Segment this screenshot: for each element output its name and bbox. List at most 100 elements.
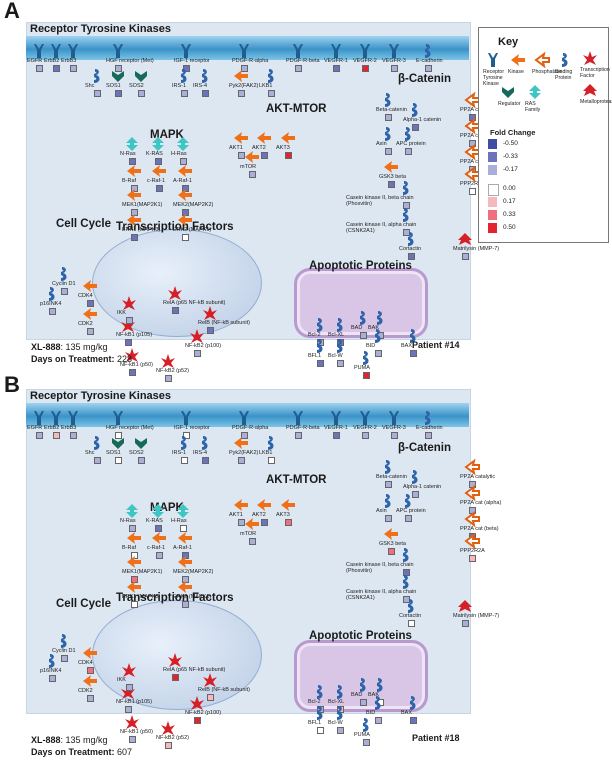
panel-b-node-bcat-icon	[380, 459, 396, 480]
panel-a-node-craf-icon	[151, 163, 167, 184]
panel-a-node-ppp2r2a-label: PPP2R2A	[460, 181, 485, 187]
panel-b-node-nfkb100-icon	[189, 695, 205, 716]
key-label-metalloprotease: Metalloprotease	[580, 99, 612, 105]
panel-b-node-erbb3-label: ErbB3	[61, 425, 77, 431]
panel-b-node-shc-icon	[89, 435, 105, 456]
panel-a-node-sos1-fold-change	[115, 90, 122, 97]
panel-a-node-nfkb105-fold-change	[125, 339, 132, 346]
panel-a-node-egfr-icon	[31, 43, 47, 64]
panel-b-node-mtor-icon	[244, 516, 260, 537]
panel-b-node-irs1-label: IRS-1	[172, 450, 187, 456]
panel-b-node-sos2-fold-change	[138, 457, 145, 464]
panel-a-node-rela-label: RelA (p65 NF-kB subunit)	[163, 300, 226, 306]
panel-a-node-nfkb52-icon	[160, 353, 176, 374]
panel-b-node-bfl1-fold-change	[317, 727, 324, 734]
panel-a-node-cyclind1-fold-change	[61, 288, 68, 295]
panel-a-node-nfkb105-label: NF-kB1 (p105)	[116, 332, 153, 338]
panel-b-node-relb-icon	[202, 672, 218, 693]
panel-a-node-craf-label: c-Raf-1	[147, 178, 166, 184]
panel-b-node-cdk4-icon	[82, 645, 98, 666]
panel-b-title-cellcycle: Cell Cycle	[56, 598, 111, 610]
panel-a-node-ecad-fold-change	[425, 65, 432, 72]
panel-b-node-egfr-label: EGFR	[27, 425, 43, 431]
panel-a-node-shc-icon	[89, 68, 105, 89]
panel-b-node-hras-label: H-Ras	[171, 518, 187, 524]
panel-b-node-pp2acalpha-icon	[464, 484, 480, 506]
panel-a-node-ck1-icon	[398, 180, 414, 201]
panel-b-node-apc-label: APC protein	[396, 508, 426, 514]
panel-b-node-nfkb50-fold-change	[129, 736, 136, 743]
panel-a-node-cdk2-icon	[82, 306, 98, 327]
panel-a-node-ecad-icon	[420, 43, 436, 64]
panel-b-node-vegfr2-icon	[357, 410, 373, 431]
panel-b-node-nfkb105-label: NF-kB1 (p105)	[116, 699, 153, 705]
panel-a-node-irs4-label: IRS-4	[193, 83, 208, 89]
panel-a-node-pdgfra-label: PDGF-R-alpha	[232, 58, 269, 64]
key-receptor-icon	[485, 52, 501, 73]
panel-a-nucleus	[92, 229, 262, 337]
panel-a-node-nras-icon	[124, 136, 140, 157]
panel-a-node-mtor-icon	[244, 149, 260, 170]
panel-b-node-mmp7-icon	[457, 598, 473, 619]
key-label-receptor: Receptor Tyrosine Kinase	[483, 69, 505, 87]
panel-b-node-cortactin-label: Cortactin	[399, 613, 422, 619]
panel-a-node-irs1-icon	[176, 68, 192, 89]
panel-a-node-mmp7-label: Matrilysin (MMP-7)	[453, 246, 500, 252]
panel-a-node-hras-icon	[175, 136, 191, 157]
panel-a-node-ck2-icon	[398, 207, 414, 228]
panel-a-title-tf: Transcription Factors	[116, 221, 234, 233]
fold-swatch-label-1: -0.33	[503, 153, 518, 160]
panel-a-node-nras-label: N-Ras	[120, 151, 136, 157]
panel-b-node-puma-fold-change	[363, 739, 370, 746]
panel-b-node-apc-icon	[400, 493, 416, 514]
panel-b-node-nras-fold-change	[129, 525, 136, 532]
panel-b-node-nfkb100-fold-change	[194, 717, 201, 724]
panel-b-node-gsk3-label: GSK3 beta	[379, 541, 406, 547]
panel-a-node-irs1-label: IRS-1	[172, 83, 187, 89]
panel-b-node-akt1-fold-change	[238, 519, 245, 526]
panel-b-node-bfl1-icon	[312, 705, 328, 726]
fold-swatch-label-4: 0.17	[503, 198, 516, 205]
panel-a-node-nfkb100-label: NF-kB2 (p100)	[185, 343, 222, 349]
panel-b-node-erbb2-label: ErbB2	[44, 425, 60, 431]
panel-b-node-bax-label: BAX	[401, 710, 413, 716]
fold-swatch-label-6: 0.50	[503, 224, 516, 231]
panel-b-node-akt2-icon	[256, 497, 272, 518]
panel-b-node-pp2acbeta-icon	[464, 510, 480, 532]
panel-b-days-label: Days on Treatment:	[31, 747, 115, 757]
panel-b-node-rela-icon	[167, 652, 183, 673]
panel-a-node-vegfr1-label: VEGFR-1	[324, 58, 348, 64]
panel-b-dose-value: : 135 mg/kg	[60, 735, 108, 745]
panel-a-node-ecad-label: E-cadherin	[416, 58, 443, 64]
panel-a-node-relb-fold-change	[207, 327, 214, 334]
panel-b-node-nfkb50-label: NF-kB1 (p50)	[120, 729, 154, 735]
panel-b-node-acat-icon	[407, 469, 423, 490]
panel-a-node-shc-fold-change	[94, 90, 101, 97]
panel-b-node-bclxl-label: Bcl-XL	[328, 699, 345, 705]
panel-a-node-cdk4-icon	[82, 278, 98, 299]
panel-a-node-mek1-label: MEK1(MAP2K1)	[122, 202, 163, 208]
panel-b-node-pdgfra-fold-change	[241, 432, 248, 439]
panel-b-patient: Patient #18	[412, 733, 460, 743]
panel-a-node-vegfr2-fold-change	[362, 65, 369, 72]
panel-a-node-gsk3-label: GSK3 beta	[379, 174, 406, 180]
panel-a-node-egfr-fold-change	[36, 65, 43, 72]
panel-b-node-p16-fold-change	[49, 675, 56, 682]
panel-a-node-puma-fold-change	[363, 372, 370, 379]
panel-b-node-rela-label: RelA (p65 NF-kB subunit)	[163, 667, 226, 673]
panel-b-node-nfkb52-icon	[160, 720, 176, 741]
panel-a-node-cdk2-label: CDK2	[78, 321, 93, 327]
key-label-phosphatase: Phosphatase	[532, 69, 563, 75]
panel-b-node-erbb2-fold-change	[53, 432, 60, 439]
panel-b-node-mmp7-fold-change	[462, 620, 469, 627]
panel-b-node-bclw-fold-change	[337, 727, 344, 734]
panel-a-node-bcl2-label: Bcl-2	[308, 332, 321, 338]
panel-a-node-sos1-icon	[110, 68, 126, 89]
panel-b-node-bak-icon	[372, 677, 388, 698]
panel-a-node-cyclind1-icon	[56, 266, 72, 287]
panel-a-node-akt1-label: AKT1	[229, 145, 243, 151]
panel-a-node-p16-label: p16INK4	[40, 301, 62, 307]
panel-b-node-cdk4-label: CDK4	[78, 660, 93, 666]
panel-a-node-vegfr2-icon	[357, 43, 373, 64]
panel-b-node-bid-icon	[370, 695, 386, 716]
